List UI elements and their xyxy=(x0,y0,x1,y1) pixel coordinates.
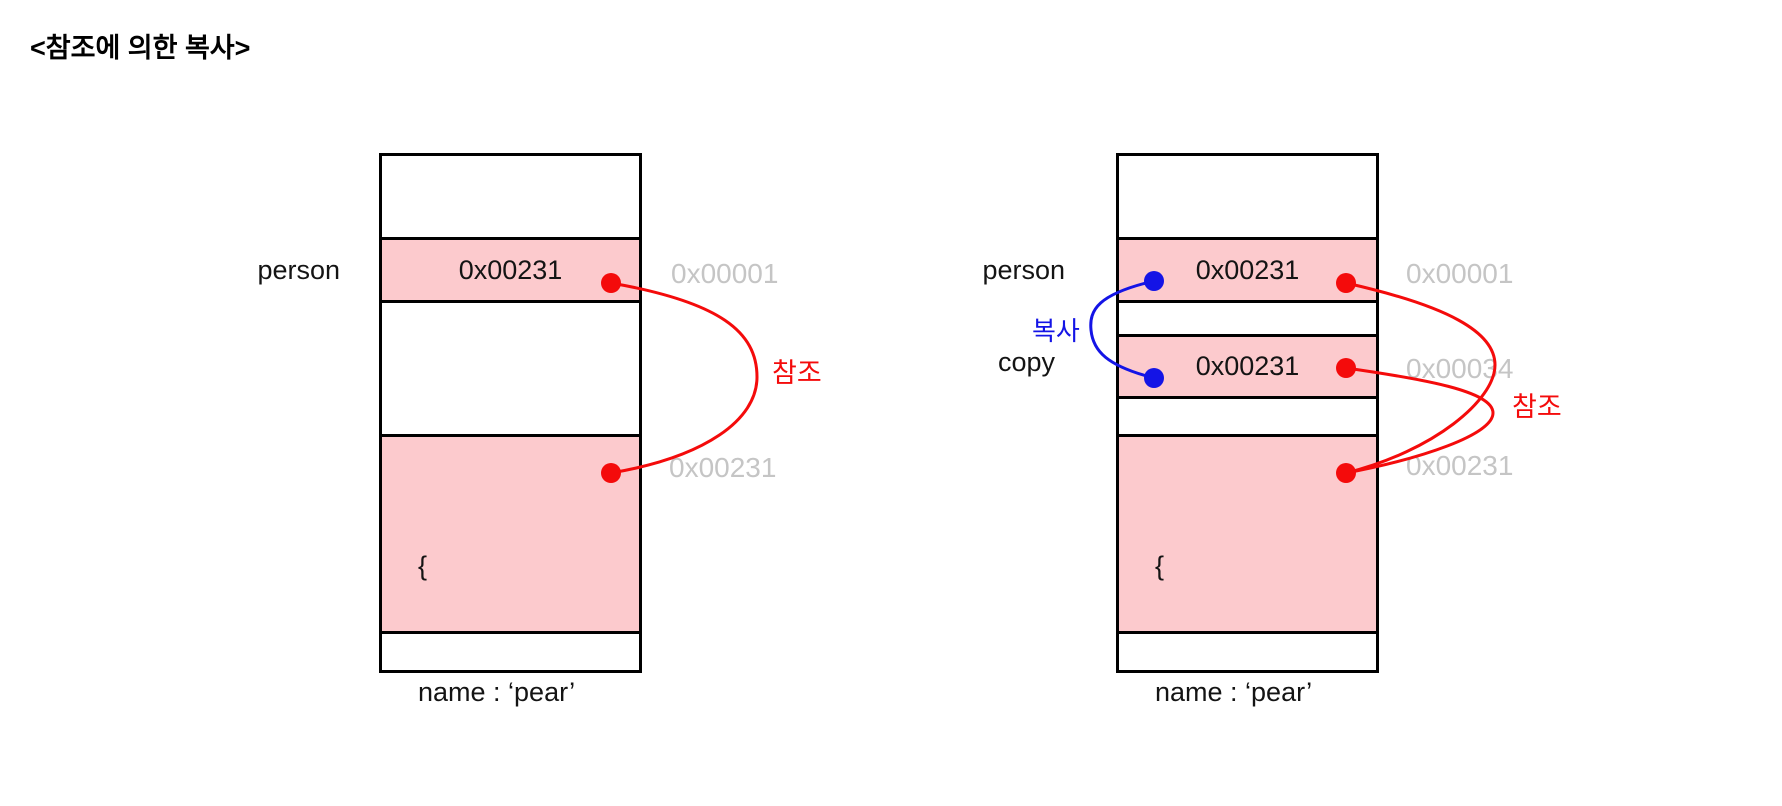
right-person-cell-value: 0x00231 xyxy=(1195,254,1300,285)
left-object-line-open: { xyxy=(418,551,428,581)
left-memory-box: 0x00231 { name : ‘pear’ } xyxy=(379,153,642,806)
left-person-address: 0x00001 xyxy=(671,258,779,289)
left-object-literal: { name : ‘pear’ } xyxy=(418,461,575,806)
right-reference-label: 참조 xyxy=(1512,392,1562,422)
right-object-address: 0x00231 xyxy=(1406,450,1514,481)
right-copy-label: copy xyxy=(997,347,1055,377)
right-object-line-name: name : ‘pear’ xyxy=(1155,677,1313,707)
right-person-label: person xyxy=(982,255,1065,285)
left-person-label: person xyxy=(257,255,340,285)
right-object-line-open: { xyxy=(1155,551,1165,581)
right-object-line-close: } xyxy=(1155,797,1312,806)
right-memory-box: 0x00231 0x00231 { name : ‘pear’ } xyxy=(1116,153,1379,806)
right-object-cell: { name : ‘pear’ } xyxy=(1119,434,1376,806)
left-person-cell: 0x00231 xyxy=(382,237,639,303)
right-copy-cell-value: 0x00231 xyxy=(1195,351,1300,381)
left-object-line-close: } xyxy=(418,797,575,806)
page-title: <참조에 의한 복사> xyxy=(30,33,251,63)
right-copy-address: 0x00034 xyxy=(1406,353,1514,384)
left-reference-label: 참조 xyxy=(772,358,822,388)
right-person-cell: 0x00231 xyxy=(1119,237,1376,303)
left-object-line-name: name : ‘pear’ xyxy=(418,677,576,707)
right-copy-arrow-label: 복사 xyxy=(1032,316,1080,346)
right-object-literal: { name : ‘pear’ } xyxy=(1155,461,1312,806)
right-copy-cell: 0x00231 xyxy=(1119,334,1376,399)
left-object-address: 0x00231 xyxy=(669,452,777,483)
left-person-cell-value: 0x00231 xyxy=(458,254,563,285)
right-person-address: 0x00001 xyxy=(1406,258,1514,289)
left-object-cell: { name : ‘pear’ } xyxy=(382,434,639,806)
